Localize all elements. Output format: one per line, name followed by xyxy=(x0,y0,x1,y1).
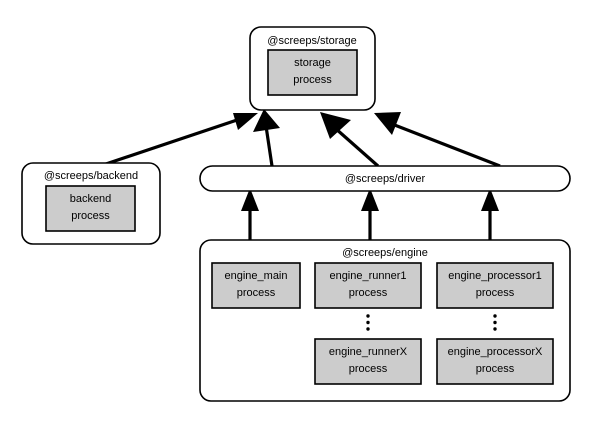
edge-driver-to-storage-left xyxy=(253,109,280,167)
process-engine-processorx[interactable]: engine_processorX process xyxy=(436,338,554,385)
backend-process-line2: process xyxy=(71,210,110,222)
package-storage[interactable]: @screeps/storage storage process xyxy=(249,26,376,111)
engine-runnerx-process-line1: engine_runnerX xyxy=(329,346,408,358)
engine-processor1-process-line1: engine_processor1 xyxy=(448,270,542,282)
package-engine[interactable]: @screeps/engine engine_main process engi… xyxy=(199,239,571,402)
engine-processorx-process-line2: process xyxy=(476,363,515,375)
edge-driver-to-storage-middle xyxy=(320,112,380,168)
engine-processorx-process-box xyxy=(436,338,554,385)
runner-ellipsis-icon xyxy=(366,314,370,331)
engine-package-label: @screeps/engine xyxy=(342,247,428,259)
driver-package-label: @screeps/driver xyxy=(345,173,426,185)
process-backend[interactable]: backend process xyxy=(45,185,136,232)
engine-runnerx-process-box xyxy=(314,338,422,385)
engine-runner1-process-line2: process xyxy=(349,287,388,299)
engine-main-process-line1: engine_main xyxy=(225,270,288,282)
package-driver[interactable]: @screeps/driver xyxy=(199,165,571,192)
engine-processor1-process-box xyxy=(436,262,554,309)
driver-package-box xyxy=(199,165,571,192)
storage-process-box xyxy=(267,49,358,96)
processor-ellipsis-icon xyxy=(493,314,497,331)
package-backend[interactable]: @screeps/backend backend process xyxy=(21,162,161,245)
edge-engine-to-driver-right xyxy=(481,188,499,240)
storage-process-line1: storage xyxy=(294,57,331,69)
edge-engine-to-driver-left xyxy=(241,188,259,240)
process-engine-main[interactable]: engine_main process xyxy=(211,262,301,309)
backend-process-line1: backend xyxy=(70,193,112,205)
backend-package-label: @screeps/backend xyxy=(44,170,138,182)
engine-processor1-process-line2: process xyxy=(476,287,515,299)
engine-main-process-box xyxy=(211,262,301,309)
storage-process-line2: process xyxy=(293,74,332,86)
backend-process-box xyxy=(45,185,136,232)
process-engine-runner1[interactable]: engine_runner1 process xyxy=(314,262,422,309)
engine-runner1-process-line1: engine_runner1 xyxy=(329,270,406,282)
process-engine-runnerx[interactable]: engine_runnerX process xyxy=(314,338,422,385)
engine-main-process-line2: process xyxy=(237,287,276,299)
edge-driver-to-storage-right xyxy=(374,112,501,168)
engine-runner1-process-box xyxy=(314,262,422,309)
engine-runnerx-process-line2: process xyxy=(349,363,388,375)
process-engine-processor1[interactable]: engine_processor1 process xyxy=(436,262,554,309)
engine-processorx-process-line1: engine_processorX xyxy=(448,346,543,358)
edge-engine-to-driver-middle xyxy=(361,188,379,240)
edge-backend-to-storage xyxy=(87,113,258,172)
process-storage[interactable]: storage process xyxy=(267,49,358,96)
storage-package-label: @screeps/storage xyxy=(267,35,356,47)
